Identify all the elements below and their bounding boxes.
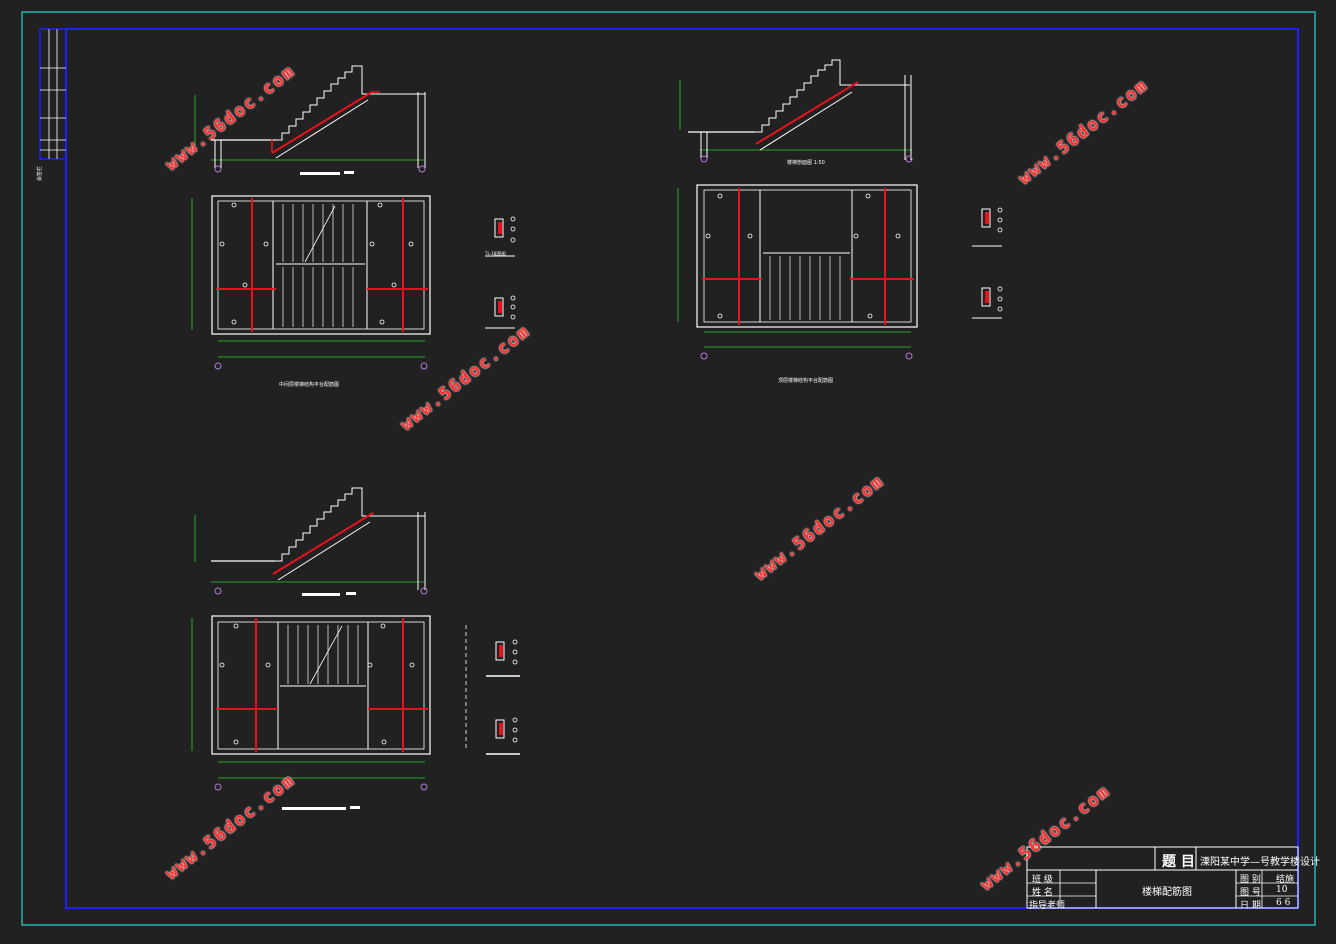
beam-details bbox=[485, 216, 516, 329]
drawing-group-bottom-left bbox=[191, 487, 520, 810]
row-advisor-label: 指导老师 bbox=[1029, 901, 1066, 911]
row-date-value: 6 6 bbox=[1276, 898, 1291, 908]
project-title: 溧阳某中学—号教学楼设计 bbox=[1200, 857, 1320, 868]
stair-section bbox=[194, 65, 426, 175]
top-right-section-title: 楼梯剖面图 1:50 bbox=[787, 160, 825, 166]
row-date-label: 日 期 bbox=[1240, 901, 1261, 911]
row-class-label: 班 级 bbox=[1032, 875, 1053, 885]
stair-plan bbox=[677, 184, 918, 360]
beam-details bbox=[486, 639, 520, 755]
inner-frame bbox=[65, 28, 1299, 909]
title-block bbox=[1026, 846, 1299, 909]
sidebar-label: 会签栏 bbox=[37, 165, 43, 181]
row-number-label: 图 号 bbox=[1240, 888, 1261, 898]
drawing-group-top-left bbox=[191, 65, 516, 370]
detail-label: TL-1配筋图 bbox=[485, 251, 506, 256]
stair-plan bbox=[191, 195, 431, 370]
row-name-label: 姓 名 bbox=[1032, 888, 1053, 898]
outer-frame bbox=[21, 11, 1316, 926]
row-type-label: 图 别 bbox=[1240, 875, 1261, 885]
row-number-value: 10 bbox=[1276, 885, 1288, 895]
sign-strip bbox=[39, 28, 67, 160]
title-label: 题 目 bbox=[1162, 854, 1195, 870]
drawing-group-top-right bbox=[677, 59, 1003, 360]
stair-section bbox=[679, 59, 913, 163]
drawing-name: 楼梯配筋图 bbox=[1142, 887, 1192, 898]
stair-section bbox=[194, 487, 428, 596]
beam-details bbox=[972, 207, 1003, 319]
top-right-drawing-title: 顶层楼梯结构平台配筋图 bbox=[778, 378, 834, 384]
top-left-drawing-title: 中间层楼梯结构平台配筋图 bbox=[279, 382, 340, 388]
stair-plan bbox=[191, 615, 467, 810]
row-type-value: 结施 bbox=[1276, 875, 1295, 885]
